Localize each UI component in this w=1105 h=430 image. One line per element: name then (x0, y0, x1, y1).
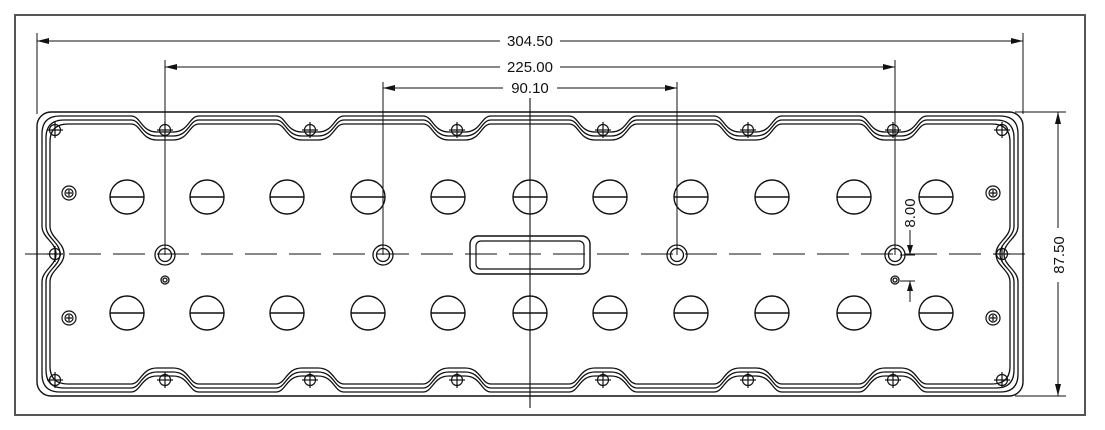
drawing-frame (14, 14, 1086, 416)
dim-label-hole-offset: 8.00 (902, 198, 919, 227)
lens-opening (269, 295, 305, 331)
lens-opening (269, 179, 305, 215)
lens-opening (918, 295, 954, 331)
lens-opening (350, 179, 386, 215)
mounting-hole (885, 122, 901, 138)
gasket-contour-3 (41, 115, 1019, 393)
lens-opening (350, 295, 386, 331)
mounting-hole (595, 122, 611, 138)
gasket-contour-2 (45, 119, 1015, 389)
lens-openings (109, 179, 954, 331)
lens-opening (189, 295, 225, 331)
lens-opening (109, 295, 145, 331)
side-screw-boss (985, 310, 1001, 326)
side-screw-boss (61, 185, 77, 201)
mounting-hole (994, 122, 1010, 138)
mounting-hole (47, 372, 63, 388)
dim-label-overall-length: 304.50 (507, 33, 553, 50)
gasket-contour-1 (49, 123, 1011, 385)
dim-outer-hole-span (164, 60, 896, 255)
lens-opening (109, 179, 145, 215)
lens-opening (836, 295, 872, 331)
mounting-hole (449, 372, 465, 388)
mounting-hole (47, 122, 63, 138)
lens-opening (430, 295, 466, 331)
mounting-hole (302, 372, 318, 388)
mounting-hole (449, 122, 465, 138)
lens-opening (592, 295, 628, 331)
side-screw-boss (985, 185, 1001, 201)
lens-opening (918, 179, 954, 215)
mounting-hole (157, 372, 173, 388)
mounting-hole (994, 372, 1010, 388)
gasket-groove (41, 115, 1019, 393)
mounting-hole (994, 246, 1010, 262)
side-screw-boss (61, 310, 77, 326)
mounting-hole (740, 122, 756, 138)
dim-label-outer-hole-span: 225.00 (507, 59, 553, 76)
lens-opening (754, 179, 790, 215)
mounting-holes (47, 122, 1010, 388)
dim-hole-offset (900, 230, 915, 302)
lens-opening (592, 179, 628, 215)
lens-opening (189, 179, 225, 215)
dim-overall-length (36, 33, 1024, 114)
lens-opening (673, 179, 709, 215)
mounting-hole (302, 122, 318, 138)
dim-label-overall-height: 87.50 (1051, 236, 1068, 274)
lens-opening (673, 295, 709, 331)
dim-inner-hole-span (382, 82, 678, 255)
lens-opening (836, 179, 872, 215)
lens-opening (754, 295, 790, 331)
mounting-hole (47, 246, 63, 262)
mounting-hole (740, 372, 756, 388)
dim-overall-height (1015, 111, 1066, 397)
mounting-hole (885, 372, 901, 388)
dim-label-inner-hole-span: 90.10 (511, 80, 549, 97)
lens-opening (430, 179, 466, 215)
side-screw-bosses (61, 185, 1001, 326)
mounting-hole (595, 372, 611, 388)
